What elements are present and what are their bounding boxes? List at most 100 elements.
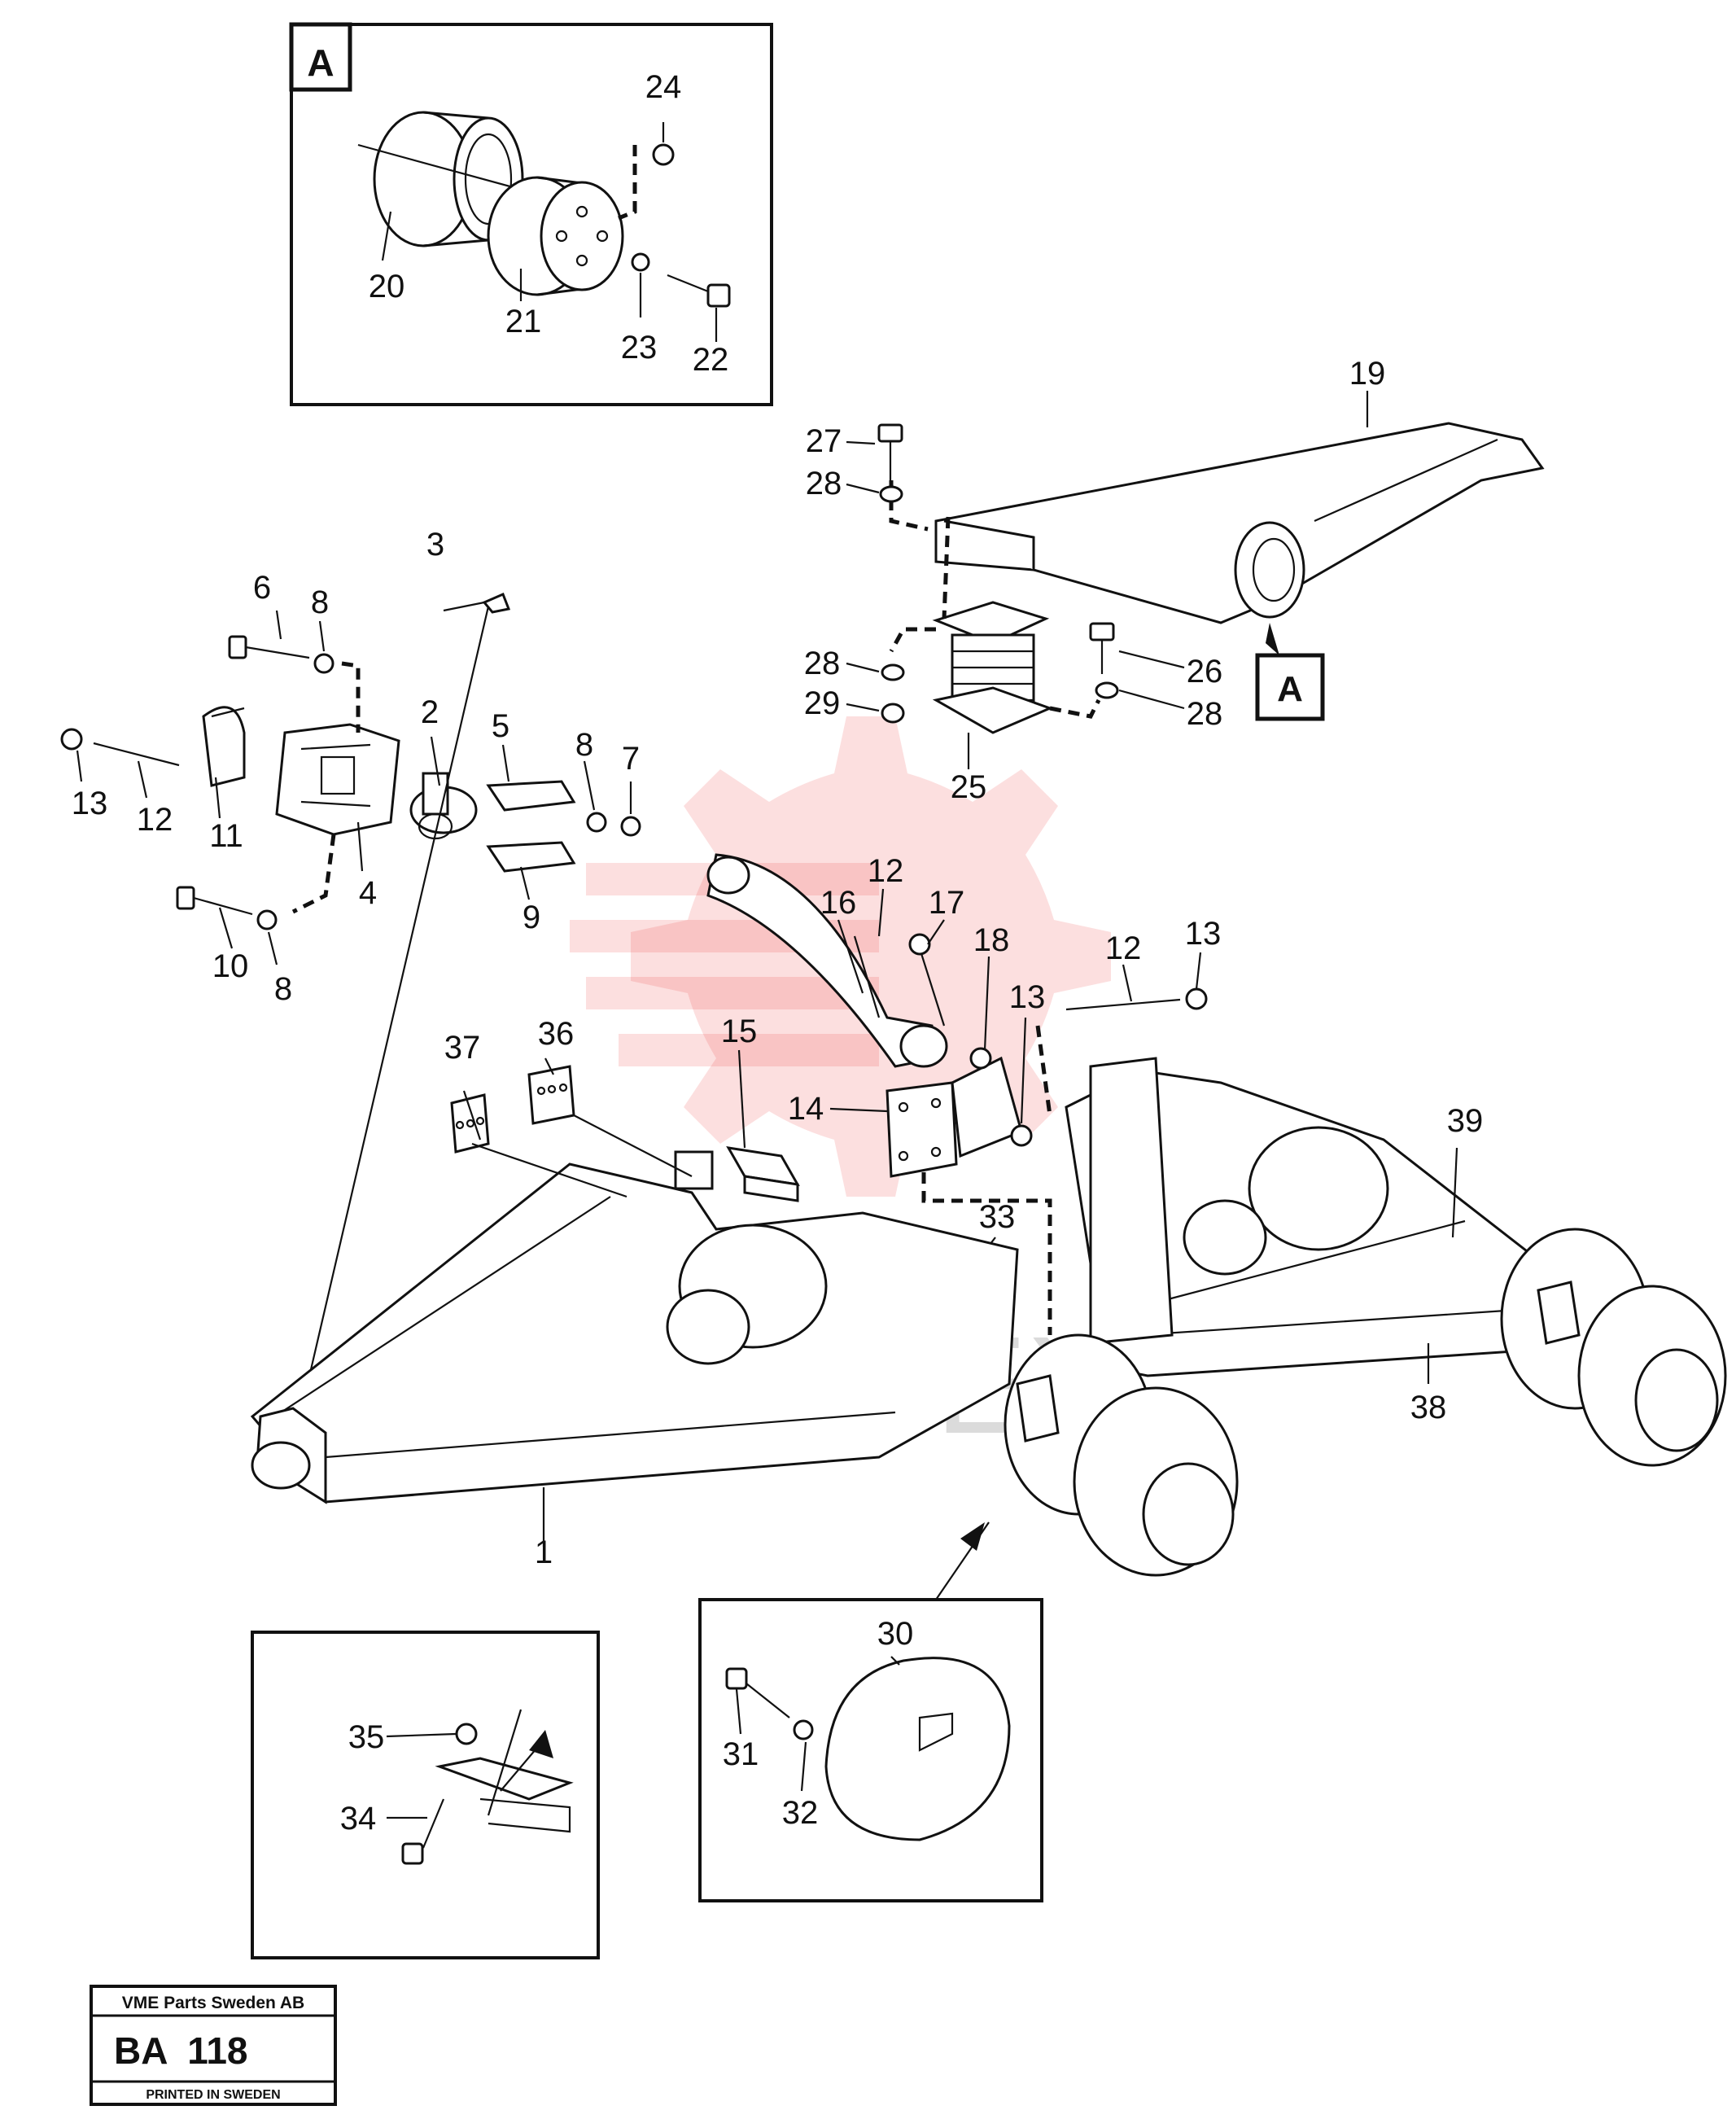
part-number-7: 7 — [622, 741, 640, 777]
part-number-13: 13 — [1185, 916, 1222, 952]
washer-part-8 — [586, 812, 607, 833]
bolt-part-24 — [652, 143, 675, 166]
part-number-17: 17 — [929, 885, 965, 921]
leader-2 — [430, 736, 441, 786]
part-number-26: 26 — [1187, 654, 1223, 690]
leader-36 — [573, 1114, 693, 1177]
leader-3 — [443, 601, 485, 612]
shield-part-30 — [824, 1657, 1011, 1841]
bolt-part-6 — [228, 635, 310, 659]
leader-13 — [1020, 1017, 1027, 1124]
leader-36 — [544, 1057, 554, 1075]
part-number-19: 19 — [1349, 356, 1386, 392]
callout-a-arrow — [1266, 623, 1279, 655]
leader-13 — [1195, 952, 1202, 990]
dashed-connector — [889, 480, 929, 532]
stud-part-12 — [853, 935, 881, 1018]
part-number-11: 11 — [209, 818, 243, 854]
bolt-part-10 — [176, 886, 253, 916]
part-number-1: 1 — [535, 1535, 553, 1570]
callout-a-box — [1255, 653, 1325, 721]
bolt-part-27 — [877, 423, 903, 480]
dashed-connector — [889, 627, 936, 653]
inset-a-label-box — [289, 22, 352, 92]
leader-5 — [501, 744, 510, 782]
mount-part-2 — [409, 772, 478, 840]
part-number-32: 32 — [782, 1795, 819, 1831]
leader-14 — [829, 1107, 888, 1113]
nut-part-13 — [1010, 1124, 1033, 1147]
leader-28 — [846, 662, 880, 673]
part-number-29: 29 — [804, 685, 841, 721]
part-number-8: 8 — [575, 727, 593, 763]
title-code: BA 118 — [114, 2029, 248, 2072]
nut-part-28 — [879, 485, 903, 503]
leader-6 — [275, 610, 282, 640]
stud-part-12 — [1065, 998, 1181, 1011]
nut-part-7 — [620, 816, 641, 837]
part-number-13: 13 — [72, 786, 108, 821]
title-company: VME Parts Sweden AB — [122, 1994, 304, 2012]
part-number-34: 34 — [340, 1801, 377, 1837]
part-number-13: 13 — [1009, 979, 1046, 1015]
part-number-8: 8 — [274, 971, 292, 1007]
leader-32 — [800, 1741, 807, 1792]
pivot-axis-line — [283, 606, 490, 1482]
part-number-31: 31 — [723, 1736, 759, 1772]
leader-17 — [927, 919, 945, 945]
reaction-arm-part-16 — [706, 853, 948, 1068]
part-number-37: 37 — [444, 1030, 481, 1066]
dashed-connector — [341, 661, 361, 733]
bogie-frame-part-1 — [250, 1065, 1019, 1504]
part-number-9: 9 — [523, 900, 540, 935]
stud-part-12 — [93, 742, 180, 767]
clip-part-3 — [482, 593, 511, 614]
leader-11 — [214, 777, 221, 819]
part-number-6: 6 — [253, 570, 271, 606]
inset-a-box — [290, 23, 773, 406]
part-number-25: 25 — [951, 769, 987, 805]
part-number-18: 18 — [973, 922, 1010, 958]
leader-31 — [735, 1688, 742, 1735]
leader-37 — [471, 1142, 627, 1198]
part-number-12: 12 — [1105, 930, 1142, 966]
leader-12 — [1122, 964, 1133, 1002]
leader-20 — [381, 211, 392, 261]
nut-part-29 — [881, 703, 905, 724]
dashed-connector — [618, 145, 637, 221]
nut-part-28 — [1095, 681, 1119, 699]
hub-part-21 — [487, 176, 624, 296]
bolt-head-part-17 — [908, 933, 931, 956]
washer-part-8 — [256, 909, 278, 930]
leader-8 — [318, 620, 326, 652]
part-number-38: 38 — [1410, 1390, 1447, 1425]
part-number-5: 5 — [492, 708, 509, 744]
inset-mount-box — [251, 1631, 600, 1959]
leader-13 — [76, 750, 83, 782]
nut-part-18 — [969, 1047, 992, 1070]
leader-28 — [846, 483, 880, 494]
washer-part-32 — [793, 1719, 814, 1740]
dashed-connector — [291, 834, 336, 914]
leader-15 — [737, 1049, 746, 1149]
part-number-10: 10 — [212, 948, 249, 984]
bolt-part-31 — [725, 1667, 790, 1718]
callout-a-letter: A — [1277, 669, 1303, 709]
leader-10 — [218, 907, 234, 949]
leader-30 — [890, 1656, 900, 1666]
title-printed: PRINTED IN SWEDEN — [146, 2088, 280, 2102]
part-number-35: 35 — [348, 1719, 385, 1755]
dashed-connector — [1049, 698, 1101, 719]
leader-12 — [877, 888, 885, 937]
part-number-12: 12 — [868, 853, 904, 889]
part-number-30: 30 — [877, 1616, 914, 1652]
leader-35 — [386, 1732, 457, 1738]
part-number-16: 16 — [820, 885, 857, 921]
inset-brake-shield-box — [698, 1598, 1043, 1902]
plate-part-9 — [486, 841, 576, 873]
bracket-part-34-35 — [401, 1709, 574, 1865]
part-number-21: 21 — [505, 304, 542, 339]
plate-part-5 — [486, 780, 576, 812]
wheel-hub-rear — [1500, 1228, 1727, 1467]
